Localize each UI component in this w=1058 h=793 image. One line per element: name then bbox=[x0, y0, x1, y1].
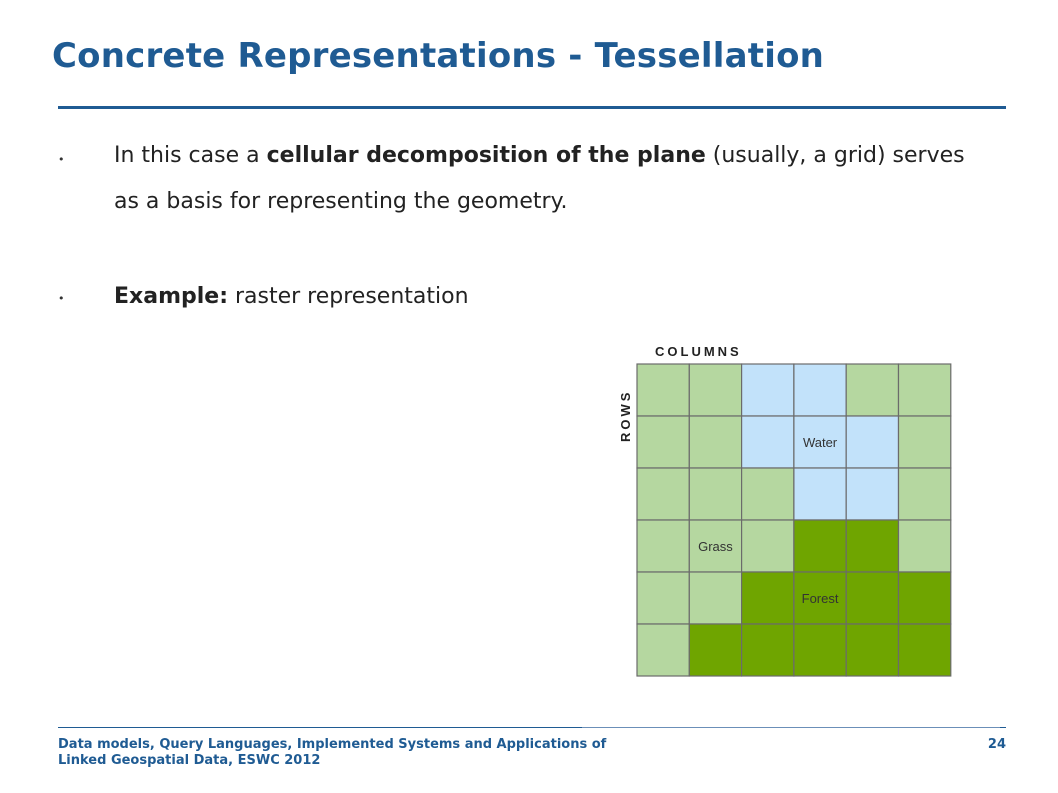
raster-cell-grass bbox=[688, 571, 743, 625]
columns-label: COLUMNS bbox=[655, 344, 742, 359]
raster-cell-grass bbox=[636, 467, 690, 521]
raster-cell-grass bbox=[636, 519, 690, 573]
raster-cell-forest bbox=[741, 623, 795, 677]
raster-label-grass: Grass bbox=[698, 539, 733, 554]
title-underline bbox=[58, 106, 1006, 109]
raster-cell-forest bbox=[897, 571, 952, 625]
raster-cell-forest bbox=[897, 623, 952, 677]
raster-cell-forest bbox=[793, 623, 847, 677]
bullet-dot: • bbox=[58, 292, 65, 305]
raster-cell-water bbox=[741, 363, 795, 417]
bullet-dot: • bbox=[58, 153, 65, 166]
raster-cell-grass bbox=[688, 415, 743, 469]
bullet-2-bold: Example: bbox=[114, 284, 228, 309]
raster-cell-forest bbox=[845, 623, 900, 677]
bullet-1-pre: In this case a bbox=[114, 143, 267, 168]
raster-cell-forest bbox=[845, 571, 900, 625]
bullet-2-post: raster representation bbox=[228, 284, 469, 309]
raster-cell-forest bbox=[845, 519, 900, 573]
bullet-text-1: In this case a cellular decomposition of… bbox=[114, 133, 994, 225]
raster-label-forest: Forest bbox=[802, 591, 839, 606]
raster-label-water: Water bbox=[803, 435, 838, 450]
bullet-1-post: (usually, a grid) serves as a basis for … bbox=[114, 143, 965, 214]
raster-cell-grass bbox=[897, 415, 952, 469]
raster-cell-grass bbox=[741, 467, 795, 521]
raster-cell-grass bbox=[897, 363, 952, 417]
raster-cell-water bbox=[741, 415, 795, 469]
raster-cell-forest bbox=[688, 623, 743, 677]
rows-label: ROWS bbox=[618, 390, 633, 442]
raster-cell-grass bbox=[636, 571, 690, 625]
bullet-1-bold: cellular decomposition of the plane bbox=[266, 143, 706, 168]
raster-cell-grass bbox=[845, 363, 900, 417]
raster-cell-grass bbox=[897, 467, 952, 521]
bullet-text-2: Example: raster representation bbox=[114, 274, 994, 320]
raster-cell-grass bbox=[897, 519, 952, 573]
raster-cell-grass bbox=[636, 363, 690, 417]
raster-cell-grass bbox=[636, 415, 690, 469]
footer-text: Data models, Query Languages, Implemente… bbox=[58, 737, 607, 768]
raster-cells bbox=[636, 363, 952, 677]
raster-cell-forest bbox=[793, 519, 847, 573]
raster-cell-grass bbox=[688, 363, 743, 417]
raster-cell-grass bbox=[636, 623, 690, 677]
raster-cell-grass bbox=[688, 467, 743, 521]
slide-title: Concrete Representations - Tessellation bbox=[52, 36, 825, 76]
footer-rule bbox=[58, 727, 1006, 728]
raster-cell-water bbox=[793, 467, 847, 521]
page-number: 24 bbox=[987, 737, 1006, 752]
raster-cell-forest bbox=[741, 571, 795, 625]
raster-cell-water bbox=[793, 363, 847, 417]
raster-cell-water bbox=[845, 467, 900, 521]
raster-cell-water bbox=[845, 415, 900, 469]
raster-cell-grass bbox=[741, 519, 795, 573]
